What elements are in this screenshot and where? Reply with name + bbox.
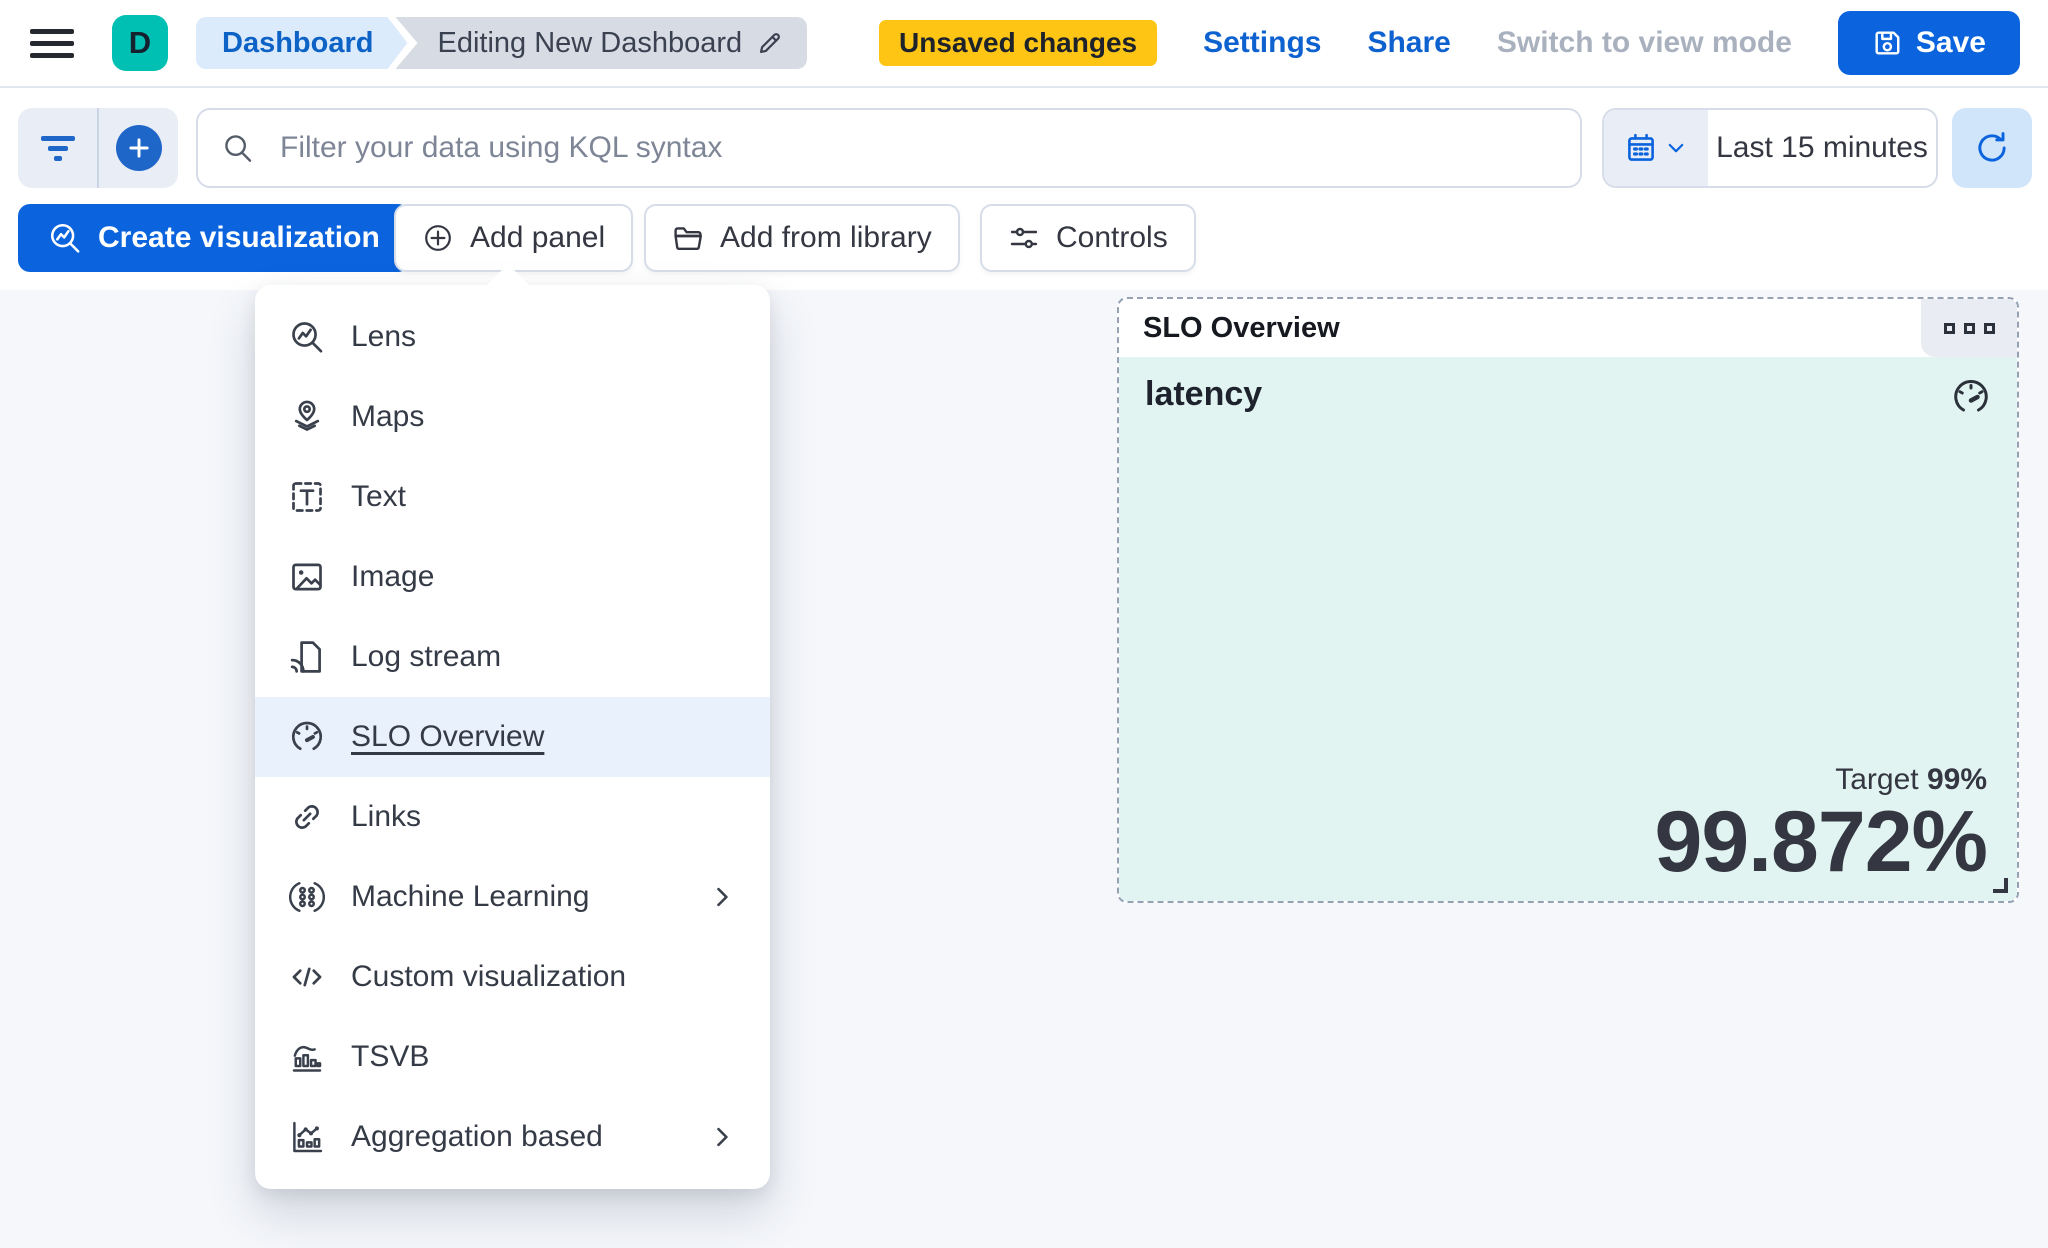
kql-search-bar [196, 108, 1582, 188]
add-from-library-button[interactable]: Add from library [644, 204, 960, 272]
menu-item-slo-overview[interactable]: SLO Overview [255, 697, 770, 777]
menu-item-tsvb[interactable]: TSVB [255, 1017, 770, 1097]
add-from-library-label: Add from library [720, 221, 932, 254]
create-visualization-button[interactable]: Create visualization [18, 204, 410, 272]
gauge-icon [291, 721, 323, 751]
menu-item-label: Log stream [351, 640, 502, 673]
menu-item-label: SLO Overview [351, 720, 545, 753]
slo-name: latency [1145, 375, 1263, 413]
slo-overview-panel[interactable]: SLO Overview latency Target 99% 99.872% [1117, 297, 2019, 903]
panel-header: SLO Overview [1119, 299, 2017, 357]
menu-item-label: Image [351, 560, 435, 593]
save-icon [1875, 31, 1900, 55]
chevron-down-icon [1668, 143, 1684, 153]
text-icon [292, 482, 322, 512]
chevron-right-icon [717, 887, 728, 907]
save-button-label: Save [1915, 26, 1986, 59]
menu-item-log-stream[interactable]: Log stream [255, 617, 770, 697]
menu-item-aggregation-based[interactable]: Aggregation based [255, 1097, 770, 1177]
menu-item-label: Aggregation based [351, 1120, 603, 1153]
header-bar: D Dashboard Editing New Dashboard Unsave… [0, 0, 2048, 88]
slo-metrics: Target 99% 99.872% [1654, 762, 1988, 890]
machine-learning-icon [289, 882, 325, 912]
time-picker: Last 15 minutes [1602, 108, 1938, 188]
menu-arrow [486, 264, 530, 286]
tsvb-icon [292, 1045, 322, 1072]
menu-item-label: TSVB [351, 1040, 430, 1073]
folder-icon [674, 227, 702, 250]
unsaved-changes-badge: Unsaved changes [879, 20, 1158, 66]
boxes-horizontal-icon [1963, 322, 1975, 334]
refresh-button[interactable] [1952, 108, 2032, 188]
menu-item-label: Custom visualization [351, 960, 627, 993]
time-picker-calendar-button[interactable] [1604, 110, 1708, 186]
add-panel-menu: Lens Maps Text Image Log stream SLO Over… [255, 285, 770, 1189]
menu-item-image[interactable]: Image [255, 537, 770, 617]
breadcrumb-current[interactable]: Editing New Dashboard [395, 17, 808, 69]
time-range-value[interactable]: Last 15 minutes [1716, 131, 1928, 164]
edit-pencil-icon [760, 32, 781, 53]
menu-item-machine-learning[interactable]: Machine Learning [255, 857, 770, 937]
filter-icon [40, 135, 75, 161]
plus-in-circle-icon [425, 225, 451, 251]
link-icon [295, 805, 319, 829]
menu-item-label: Lens [351, 320, 417, 353]
target-label: Target [1835, 762, 1919, 796]
menu-toggle-button[interactable] [30, 21, 74, 65]
project-logo[interactable]: D [112, 15, 168, 71]
add-panel-label: Add panel [470, 221, 606, 254]
sli-value: 99.872% [1654, 793, 1988, 890]
create-visualization-label: Create visualization [98, 221, 380, 254]
log-stream-icon [290, 641, 321, 673]
menu-item-maps[interactable]: Maps [255, 377, 770, 457]
settings-link[interactable]: Settings [1203, 26, 1322, 59]
panel-options-button[interactable] [1921, 299, 2017, 357]
switch-view-mode-link[interactable]: Switch to view mode [1496, 26, 1792, 59]
lens-icon [50, 223, 80, 253]
breadcrumb-current-label: Editing New Dashboard [437, 26, 743, 59]
share-link[interactable]: Share [1367, 26, 1451, 59]
add-panel-button[interactable]: Add panel [394, 204, 634, 272]
panel-resize-handle[interactable] [1993, 878, 2008, 893]
menu-item-label: Text [351, 480, 407, 513]
panel-body: latency Target 99% 99.872% [1119, 357, 2017, 901]
panel-title: SLO Overview [1143, 311, 1340, 344]
breadcrumb: Dashboard Editing New Dashboard [196, 17, 808, 69]
kql-search-input[interactable] [280, 131, 1556, 165]
menu-item-label: Machine Learning [351, 880, 590, 913]
menu-item-text[interactable]: Text [255, 457, 770, 537]
calendar-icon [1628, 133, 1654, 161]
lens-icon [292, 322, 323, 353]
sliders-icon [1010, 227, 1038, 249]
target-value: 99% [1926, 762, 1987, 796]
breadcrumb-dashboard[interactable]: Dashboard [196, 17, 407, 69]
menu-item-label: Links [351, 800, 422, 833]
aggregation-icon [293, 1121, 323, 1153]
controls-label: Controls [1056, 221, 1168, 254]
add-filter-button[interactable] [97, 108, 178, 188]
menu-item-lens[interactable]: Lens [255, 297, 770, 377]
image-icon [292, 563, 322, 591]
refresh-icon [1978, 132, 2006, 162]
chevron-right-icon [717, 1127, 728, 1147]
search-icon [225, 135, 252, 162]
boxes-horizontal-icon [1983, 322, 1995, 334]
plus-circle-icon [115, 125, 162, 171]
controls-button[interactable]: Controls [980, 204, 1196, 272]
filter-controls-group [18, 108, 178, 188]
menu-item-links[interactable]: Links [255, 777, 770, 857]
menu-item-label: Maps [351, 400, 425, 433]
boxes-horizontal-icon [1943, 322, 1955, 334]
code-icon [292, 967, 322, 987]
gauge-icon [1954, 380, 1988, 412]
save-button[interactable]: Save [1837, 11, 2020, 75]
filter-list-button[interactable] [18, 108, 97, 188]
maps-icon [294, 400, 320, 431]
menu-item-custom-visualization[interactable]: Custom visualization [255, 937, 770, 1017]
